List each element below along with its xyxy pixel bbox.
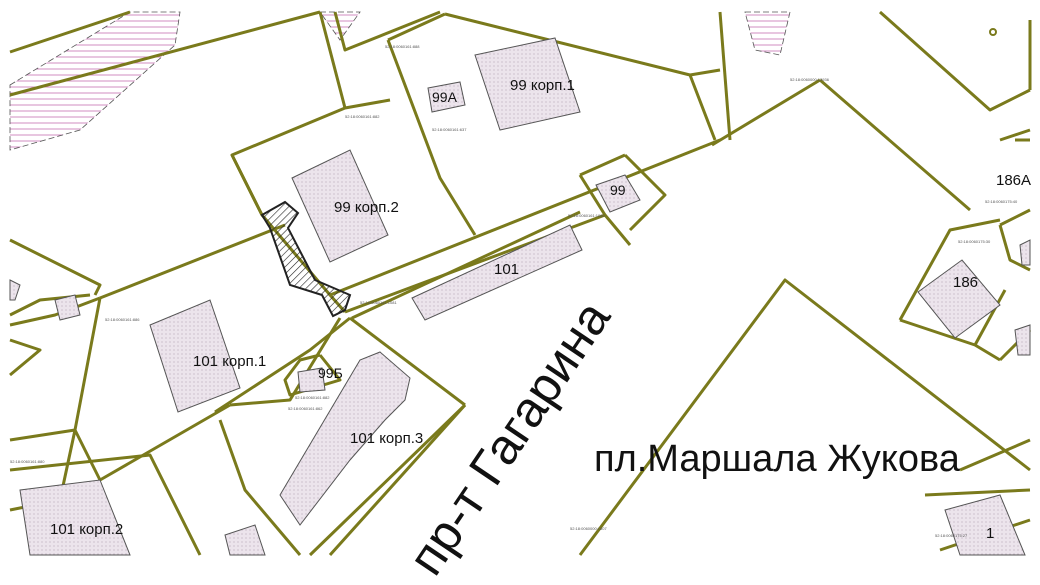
building-label-99a: 99А <box>432 89 457 105</box>
building-label-186a: 186А <box>996 172 1032 189</box>
building-label-101k1: 101 корп.1 <box>193 353 267 370</box>
building-label-99b: 99Б <box>318 365 343 381</box>
building-label-186: 186 <box>953 274 979 291</box>
cadastral-label: 52:18:0060161:888 <box>385 44 420 49</box>
cadastral-label: 52:18:0060161:880 <box>10 459 45 464</box>
point-marker <box>989 28 997 36</box>
highlighted-parcel[interactable] <box>260 200 352 318</box>
street-label-zhukov-square: пл.Маршала Жукова <box>594 438 960 480</box>
parcel-boundaries <box>9 10 1032 557</box>
cadastral-label: 52:18:0060161:886 <box>105 317 140 322</box>
cadastral-label: 52:18:0060161:637 <box>432 127 467 132</box>
cadastral-label: 52:18:0060161:882 <box>295 395 330 400</box>
building-label-101k3: 101 корп.3 <box>350 430 424 447</box>
building-footprints <box>9 37 1031 556</box>
cadastral-label: 52:18:0060161:862 <box>288 406 323 411</box>
building-label-101: 101 <box>494 261 520 278</box>
cadastral-label: 52:18:0060161:1080 <box>568 213 605 218</box>
cadastral-label: 52:18:0060175:27 <box>935 533 968 538</box>
cadastral-label: 52:18:0060175:30 <box>958 239 991 244</box>
building-label-1: 1 <box>986 525 995 542</box>
building-label-99k2: 99 корп.2 <box>334 199 399 216</box>
cadastral-label: 52:18:0060161:1081 <box>360 300 397 305</box>
cadastral-map[interactable] <box>0 0 1040 561</box>
cadastral-label: 52:18:0060000:1807 <box>570 526 607 531</box>
cadastral-label: 52:18:0060161:882 <box>345 114 380 119</box>
hatched-areas <box>9 11 791 151</box>
cadastral-label: 52:18:0060000:13936 <box>790 77 829 82</box>
building-label-99k1: 99 корп.1 <box>510 77 575 94</box>
building-label-101k2: 101 корп.2 <box>50 521 124 538</box>
cadastral-label: 52:18:0060175:40 <box>985 199 1018 204</box>
building-label-99: 99 <box>610 182 626 198</box>
